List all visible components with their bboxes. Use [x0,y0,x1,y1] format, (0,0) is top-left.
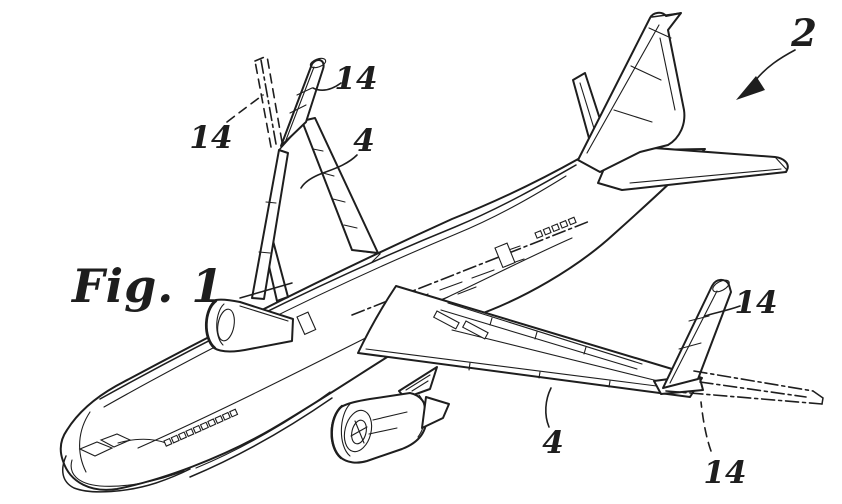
near-engine-fan-spokes [350,420,368,444]
far-engine-body-line [239,305,289,322]
fuselage-belly-line-2 [195,391,331,469]
window-row-front [163,408,239,447]
label-wing-near: 4 [542,387,564,461]
fin-rudder-bands [613,27,672,123]
fin-tip-chord [651,12,682,18]
label-wing-far-text: 4 [353,123,375,159]
far-wing-root-foot [351,249,382,263]
near-wing-flap-ticks [489,317,587,355]
raked-tip-end-cap [812,390,824,405]
far-wing [239,117,382,300]
label-wing-near-text: 4 [542,425,564,461]
label-aircraft-arrow-shaft [754,49,796,82]
near-engine-fan [351,419,367,445]
fin-rudder-hinge [659,37,676,111]
near-stabilizer-elevator-line [629,168,782,184]
raked-tip-bottom-edge [665,390,823,405]
far-wing-flap-ticks [258,148,358,254]
window-row-rear [534,216,577,239]
label-winglet-near-phantom-leader [700,401,712,452]
labels: 2 14 14 4 14 4 14 Fig. 1 [70,11,817,491]
far-winglet-solid [280,57,327,147]
far-engine-inlet-rim [205,299,218,350]
nose-bottom-loop [61,455,191,493]
fin-le-parallel-line [586,24,660,154]
far-winglet-phantom [254,55,283,148]
tail-assembly [572,11,789,191]
near-wing-flap-line-1 [447,302,643,365]
vertical-fin [577,11,686,173]
raked-tip-top-edge [693,370,814,392]
label-aircraft-arrowhead [736,76,765,100]
near-wing-flap-line-2 [440,309,638,370]
fuselage-belly-line-1 [189,397,333,478]
label-winglet-near-solid-leader [704,305,741,317]
door-mid [296,311,317,336]
label-winglet-far-solid-leader [312,82,342,92]
far-winglet-segment-lines [285,66,315,141]
far-winglet-tip-cap [309,57,327,69]
near-winglet-segment-lines [669,290,718,384]
near-engine-inlet-rim [330,404,344,460]
label-aircraft-text: 2 [790,11,817,55]
label-aircraft: 2 [736,11,817,100]
label-wing-far: 4 [300,123,375,189]
near-wing-slat-line [365,348,689,391]
label-winglet-near-solid: 14 [704,285,778,321]
near-winglet-phantom [665,370,824,405]
near-winglet-tip-cap [712,279,730,293]
raked-tip-inner-line [699,381,807,398]
far-winglet-phantom-right-edge [266,55,283,143]
far-wing-root-fairing [239,282,293,299]
nose-bottom-inner [70,459,185,487]
label-winglet-near-phantom-text: 14 [703,455,746,491]
near-engine-body-lines [368,411,408,435]
near-wing-flap-fairings [432,310,489,340]
near-wing-plan [357,285,703,398]
far-winglet-phantom-left-edge [254,60,272,148]
near-engine-exhaust-cone [421,396,450,429]
far-wing-leading-strip [251,149,289,300]
far-winglet-phantom-tip [254,55,268,62]
label-winglet-near-phantom: 14 [700,401,747,491]
fuselage-crown-line-1 [99,164,577,400]
near-wing [357,285,703,398]
nose-radome-seam [79,411,91,473]
label-winglet-far-phantom-text: 14 [189,120,232,156]
label-winglet-far-solid: 14 [312,61,378,97]
near-engine [330,366,450,464]
label-wing-far-leader [300,154,358,189]
label-wing-near-leader [545,387,552,428]
label-winglet-near-solid-text: 14 [734,285,777,321]
near-engine-inlet-lip [340,403,351,457]
label-winglet-far-phantom: 14 [189,94,264,156]
figure-caption: Fig. 1 [70,259,224,313]
near-stabilizer-tip-cap [774,156,788,171]
far-winglet-phantom-hinge [260,59,277,145]
near-wing-slat-ticks [468,362,611,388]
label-winglet-far-phantom-leader [226,94,264,123]
cockpit-windshield-top [117,438,167,444]
near-engine-pylon-shading [405,374,431,392]
near-wing-spar-line [451,329,659,382]
far-engine-inlet-lip [216,303,225,346]
far-engine-inlet-core [217,308,235,342]
cockpit-window-1 [78,441,114,457]
fuselage-crown-line-2 [103,175,567,408]
door-rear [494,242,516,269]
label-winglet-far-solid-text: 14 [334,61,377,97]
near-horizontal-stabilizer [597,144,789,191]
near-winglet-solid [653,278,732,395]
